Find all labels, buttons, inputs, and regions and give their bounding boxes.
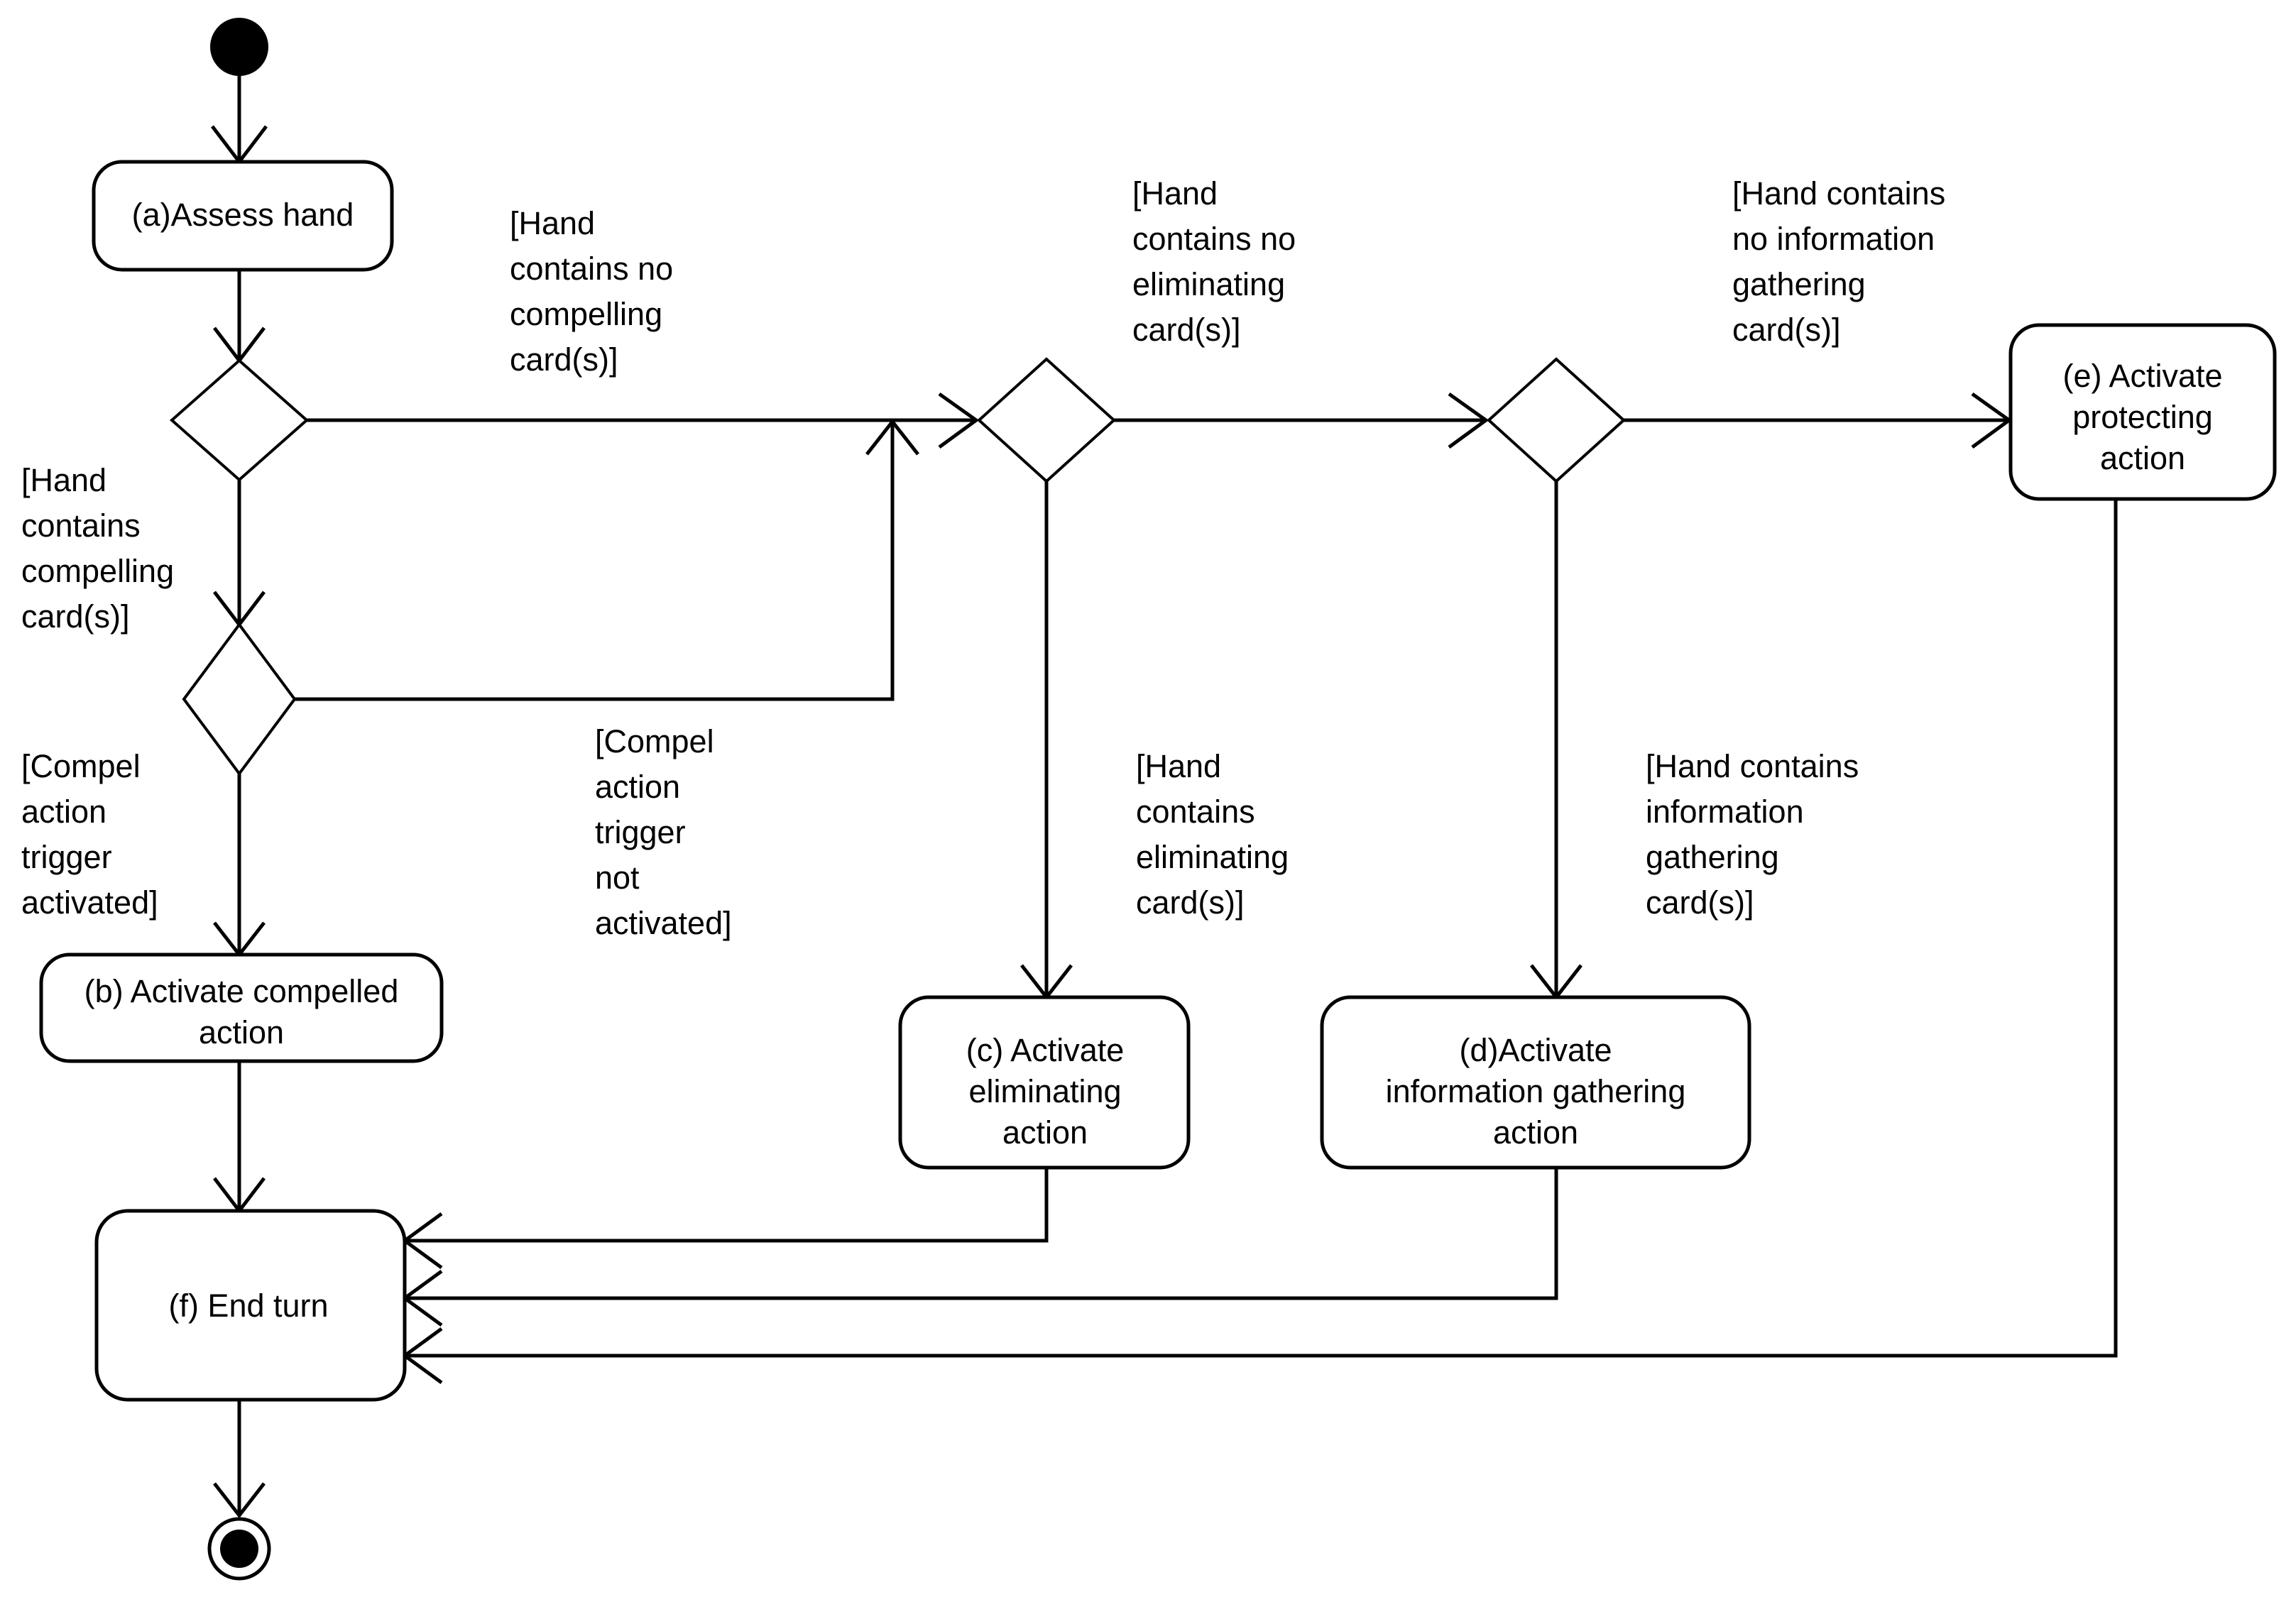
node-c-activate-eliminating-action[interactable] [898,995,1191,1170]
svg-text:card(s)]: card(s)] [1646,884,1754,921]
node-a-assess-hand[interactable] [92,160,394,272]
decision-information-gathering-cards[interactable] [1487,357,1626,483]
svg-text:card(s)]: card(s)] [1132,312,1241,348]
svg-text:card(s)]: card(s)] [21,598,130,635]
decision-compel-trigger[interactable] [182,622,297,776]
initial-node [210,18,268,76]
arrowhead-into-decision-3 [938,392,980,449]
guard-no-eliminating: [Hand contains no eliminating card(s)] [1132,175,1296,348]
node-e-label-line-2: protecting [2072,399,2213,435]
guard-has-information-gathering: [Hand contains information gathering car… [1646,748,1859,921]
node-d-label-line-2: information gathering [1386,1073,1686,1109]
edge-decision-2-not-activated [295,420,895,701]
svg-text:eliminating: eliminating [1136,839,1289,875]
svg-text:card(s)]: card(s)] [510,341,618,378]
svg-text:action: action [595,769,680,805]
decision-eliminating-cards[interactable] [977,357,1116,483]
guard-has-eliminating: [Hand contains eliminating card(s)] [1136,748,1289,921]
guard-trigger-activated: [Compel action trigger activated] [21,748,158,921]
node-c-label-line-3: action [1002,1114,1088,1151]
svg-text:[Compel: [Compel [595,723,714,759]
node-d-activate-information-gathering-action[interactable] [1320,995,1751,1170]
node-d-label-line-3: action [1493,1114,1578,1151]
node-b-activate-compelled-action[interactable] [39,953,444,1063]
svg-text:compelling: compelling [21,553,174,589]
svg-text:not: not [595,860,640,896]
svg-text:contains: contains [1136,794,1255,830]
edge-d-to-f [405,1168,1558,1300]
node-e-activate-protecting-action[interactable] [2008,323,2277,501]
node-e-label-line-3: action [2100,440,2185,476]
arrowhead-decision-2-merge [865,418,919,456]
svg-text:card(s)]: card(s)] [1136,884,1245,921]
svg-text:activated]: activated] [595,905,732,941]
svg-text:[Hand: [Hand [1132,175,1218,212]
guard-no-information-gathering: [Hand contains no information gathering … [1732,175,1945,348]
node-f-label-line-1: (f) End turn [168,1288,328,1324]
arrowhead-into-decision-4 [1448,392,1489,449]
svg-text:[Compel: [Compel [21,748,141,784]
svg-text:[Hand: [Hand [1136,748,1221,784]
svg-text:information: information [1646,794,1804,830]
guard-trigger-not-activated: [Compel action trigger not activated] [595,723,732,941]
decision-compelling-cards[interactable] [169,358,310,482]
svg-text:trigger: trigger [595,814,686,850]
node-a-label-line-1: (a)Assess hand [132,197,354,233]
svg-text:contains no: contains no [1132,221,1296,257]
node-d-label-line-1: (d)Activate [1459,1032,1612,1068]
svg-text:[Hand: [Hand [510,205,595,241]
edge-c-to-f [405,1168,1049,1243]
node-f-end-turn[interactable] [94,1209,407,1402]
node-e-label-line-1: (e) Activate [2062,358,2222,394]
node-c-label-line-2: eliminating [968,1073,1121,1109]
svg-text:trigger: trigger [21,839,112,875]
svg-text:action: action [21,794,106,830]
final-node-dot [220,1530,258,1568]
node-b-label-line-2: action [199,1014,284,1050]
svg-text:compelling: compelling [510,296,662,332]
guard-has-compelling: [Hand contains compelling card(s)] [21,462,174,635]
node-c-label-line-1: (c) Activate [966,1032,1125,1068]
node-b-label-line-1: (b) Activate compelled [84,973,399,1009]
svg-text:card(s)]: card(s)] [1732,312,1841,348]
svg-text:contains: contains [21,507,141,544]
svg-text:gathering: gathering [1732,266,1866,302]
svg-text:eliminating: eliminating [1132,266,1285,302]
arrowhead-f-to-final [213,1482,266,1519]
svg-text:contains no: contains no [510,251,673,287]
svg-text:[Hand contains: [Hand contains [1646,748,1859,784]
guard-no-compelling: [Hand contains no compelling card(s)] [510,205,673,378]
svg-text:[Hand contains: [Hand contains [1732,175,1945,212]
svg-text:[Hand: [Hand [21,462,106,498]
edge-e-to-f [405,499,2118,1358]
svg-text:gathering: gathering [1646,839,1779,875]
svg-text:activated]: activated] [21,884,158,921]
svg-text:no information: no information [1732,221,1935,257]
